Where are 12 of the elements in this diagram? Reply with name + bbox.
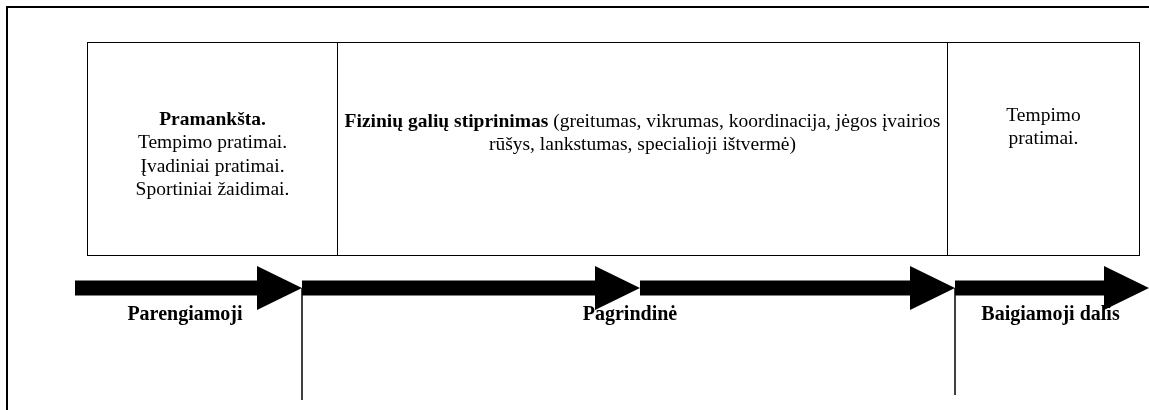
phase-box [87, 42, 338, 256]
box-text: Fizinių galių stiprinimas (greitumas, vikrumas, koordinacija, jėgos įvairios rūšys, lankstumas, specialioji ištvermė) [344, 109, 941, 156]
box-heading: Pramankšta. [158, 107, 267, 131]
phase-box [337, 42, 948, 256]
phase-box [947, 42, 1140, 256]
phase-label: Baigiamoji dalis [980, 302, 1121, 325]
phase-label: Parengiamoji [126, 302, 244, 325]
box-text: Įvadiniai pratimai. [139, 153, 286, 178]
box-text: Sportiniai žaidimai. [134, 177, 291, 201]
phase-label: Pagrindinė [581, 302, 679, 325]
box-text: Tempimo pratimai. [1005, 103, 1082, 150]
box-text: Tempimo pratimai. [136, 130, 289, 154]
